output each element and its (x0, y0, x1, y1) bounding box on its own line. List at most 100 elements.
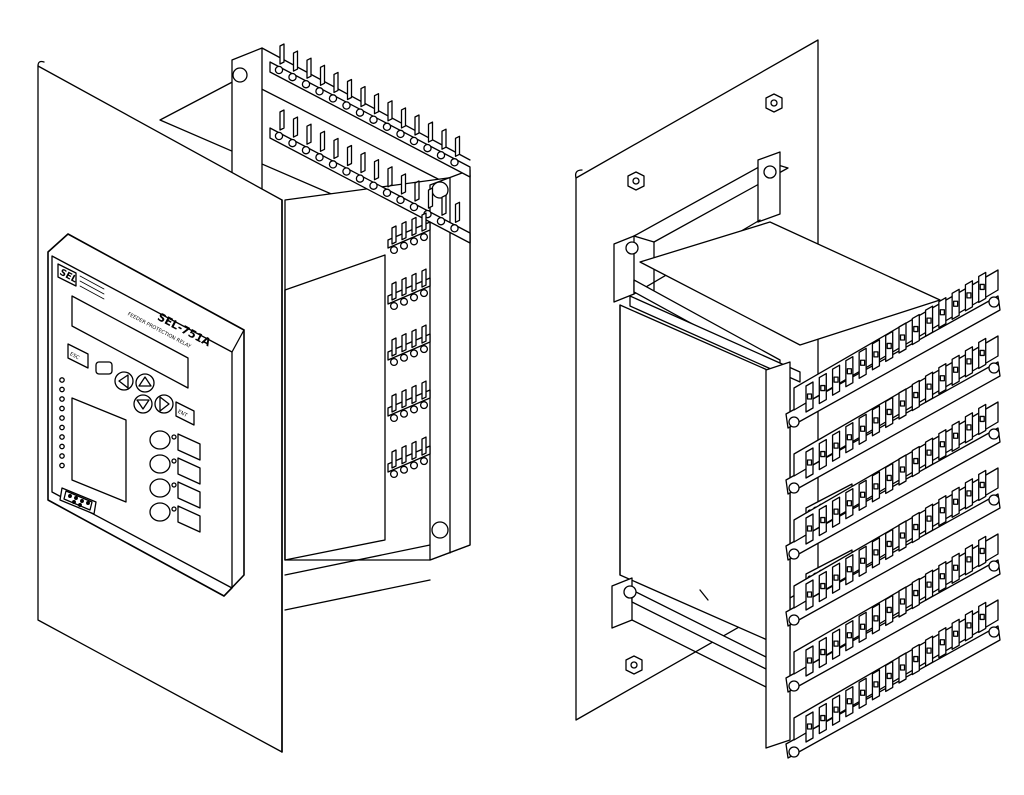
terminal-screw-icon (369, 159, 380, 190)
terminal-screw-icon (885, 594, 894, 627)
pushbutton-label-slot (177, 457, 201, 485)
terminal-screw-icon (423, 121, 434, 153)
terminal-screw-icon (818, 372, 827, 405)
terminal-screw-icon (978, 403, 987, 436)
terminal-screw-icon (858, 545, 867, 577)
esc-button-label: ESC (69, 351, 81, 361)
terminal-block-row (785, 599, 1001, 759)
terminal-screw-icon (858, 677, 867, 709)
terminal-screw-icon (274, 109, 285, 141)
terminal-screw-icon (885, 396, 894, 429)
front-panel-secondary-display (71, 397, 127, 503)
terminal-screw-icon (898, 322, 907, 354)
terminal-screw-icon (818, 702, 827, 735)
terminal-screw-icon (831, 364, 841, 396)
arrow-right-icon[interactable] (154, 394, 174, 414)
terminal-screw-icon (831, 562, 841, 594)
terminal-screw-icon (938, 429, 947, 461)
terminal-screw-icon (858, 479, 867, 511)
terminal-screw-icon (858, 347, 867, 379)
rail-end-screw-icon (788, 416, 800, 428)
terminal-screw-icon (409, 114, 420, 146)
target-led-icon (59, 377, 65, 383)
rear-view-terminal-blocks (785, 269, 1001, 759)
terminal-screw-icon (805, 447, 814, 479)
terminal-screw-icon (964, 478, 974, 510)
rail-end-screw-icon (988, 494, 1000, 506)
rear-view-relay-housing (619, 221, 941, 651)
serial-port-icon[interactable] (59, 487, 97, 515)
terminal-screw-icon (831, 694, 841, 726)
arrow-down-icon[interactable] (133, 394, 153, 414)
terminal-screw-icon (419, 436, 429, 466)
terminal-screw-icon (964, 346, 974, 378)
target-led-column (59, 377, 65, 469)
pushbutton-led-icon (171, 482, 177, 488)
ent-button[interactable]: ENT (175, 401, 195, 426)
terminal-screw-icon (831, 430, 841, 462)
rail-end-screw-icon (988, 362, 1000, 374)
terminal-block-row (785, 401, 1001, 561)
operator-pushbutton[interactable] (149, 430, 201, 461)
terminal-block-row (785, 467, 1001, 627)
operator-pushbutton[interactable] (149, 478, 201, 509)
terminal-screw-icon (389, 281, 399, 311)
terminal-screw-icon (436, 128, 447, 160)
rear-view-lower-bracket (611, 577, 781, 695)
terminal-screw-icon (924, 635, 934, 667)
terminal-screw-icon (885, 330, 894, 363)
terminal-screw-icon (396, 173, 407, 205)
terminal-screw-icon (964, 412, 974, 444)
terminal-screw-icon (274, 43, 285, 75)
terminal-screw-icon (301, 123, 312, 155)
terminal-screw-icon (845, 620, 854, 652)
terminal-screw-icon (845, 356, 854, 388)
terminal-screw-icon (301, 57, 312, 89)
terminal-screw-icon (871, 405, 881, 437)
terminal-screw-icon (436, 194, 447, 226)
terminal-screw-icon (419, 268, 429, 298)
terminal-screw-icon (396, 107, 407, 139)
terminal-screw-icon (858, 413, 867, 445)
operator-pushbutton[interactable] (149, 454, 201, 485)
terminal-screw-icon (978, 535, 987, 568)
terminal-screw-icon (911, 643, 920, 676)
terminal-screw-icon (924, 305, 934, 337)
terminal-screw-icon (938, 297, 947, 329)
terminal-screw-icon (871, 669, 881, 701)
terminal-screw-icon (288, 116, 299, 148)
menu-button[interactable] (95, 361, 113, 375)
terminal-screw-icon (964, 280, 974, 312)
terminal-screw-icon (845, 488, 854, 520)
terminal-screw-icon (871, 603, 881, 635)
pushbutton-led-icon (171, 434, 177, 440)
arrow-up-icon[interactable] (135, 373, 155, 393)
terminal-screw-icon (450, 201, 461, 233)
panel-nut-icon (625, 655, 643, 675)
terminal-screw-icon (328, 137, 339, 169)
esc-button[interactable]: ESC (67, 343, 89, 369)
terminal-screw-icon (315, 130, 326, 162)
terminal-screw-icon (951, 420, 960, 452)
terminal-screw-icon (898, 586, 907, 618)
arrow-left-icon[interactable] (114, 371, 134, 391)
panel-nut-icon (627, 171, 645, 191)
terminal-screw-icon (818, 438, 827, 471)
terminal-screw-icon (409, 384, 419, 414)
terminal-screw-icon (938, 561, 947, 593)
terminal-screw-icon (871, 339, 881, 371)
terminal-screw-icon (898, 454, 907, 486)
terminal-screw-icon (419, 212, 429, 242)
terminal-screw-icon (389, 225, 399, 255)
terminal-screw-icon (342, 78, 353, 110)
terminal-screw-icon (369, 93, 380, 124)
pushbutton-label-slot (177, 505, 201, 533)
target-led-icon (59, 405, 65, 412)
terminal-screw-icon (399, 445, 409, 474)
terminal-screw-icon (409, 272, 419, 302)
terminal-screw-icon (938, 363, 947, 395)
operator-pushbutton[interactable] (149, 502, 201, 533)
terminal-screw-icon (389, 393, 399, 423)
